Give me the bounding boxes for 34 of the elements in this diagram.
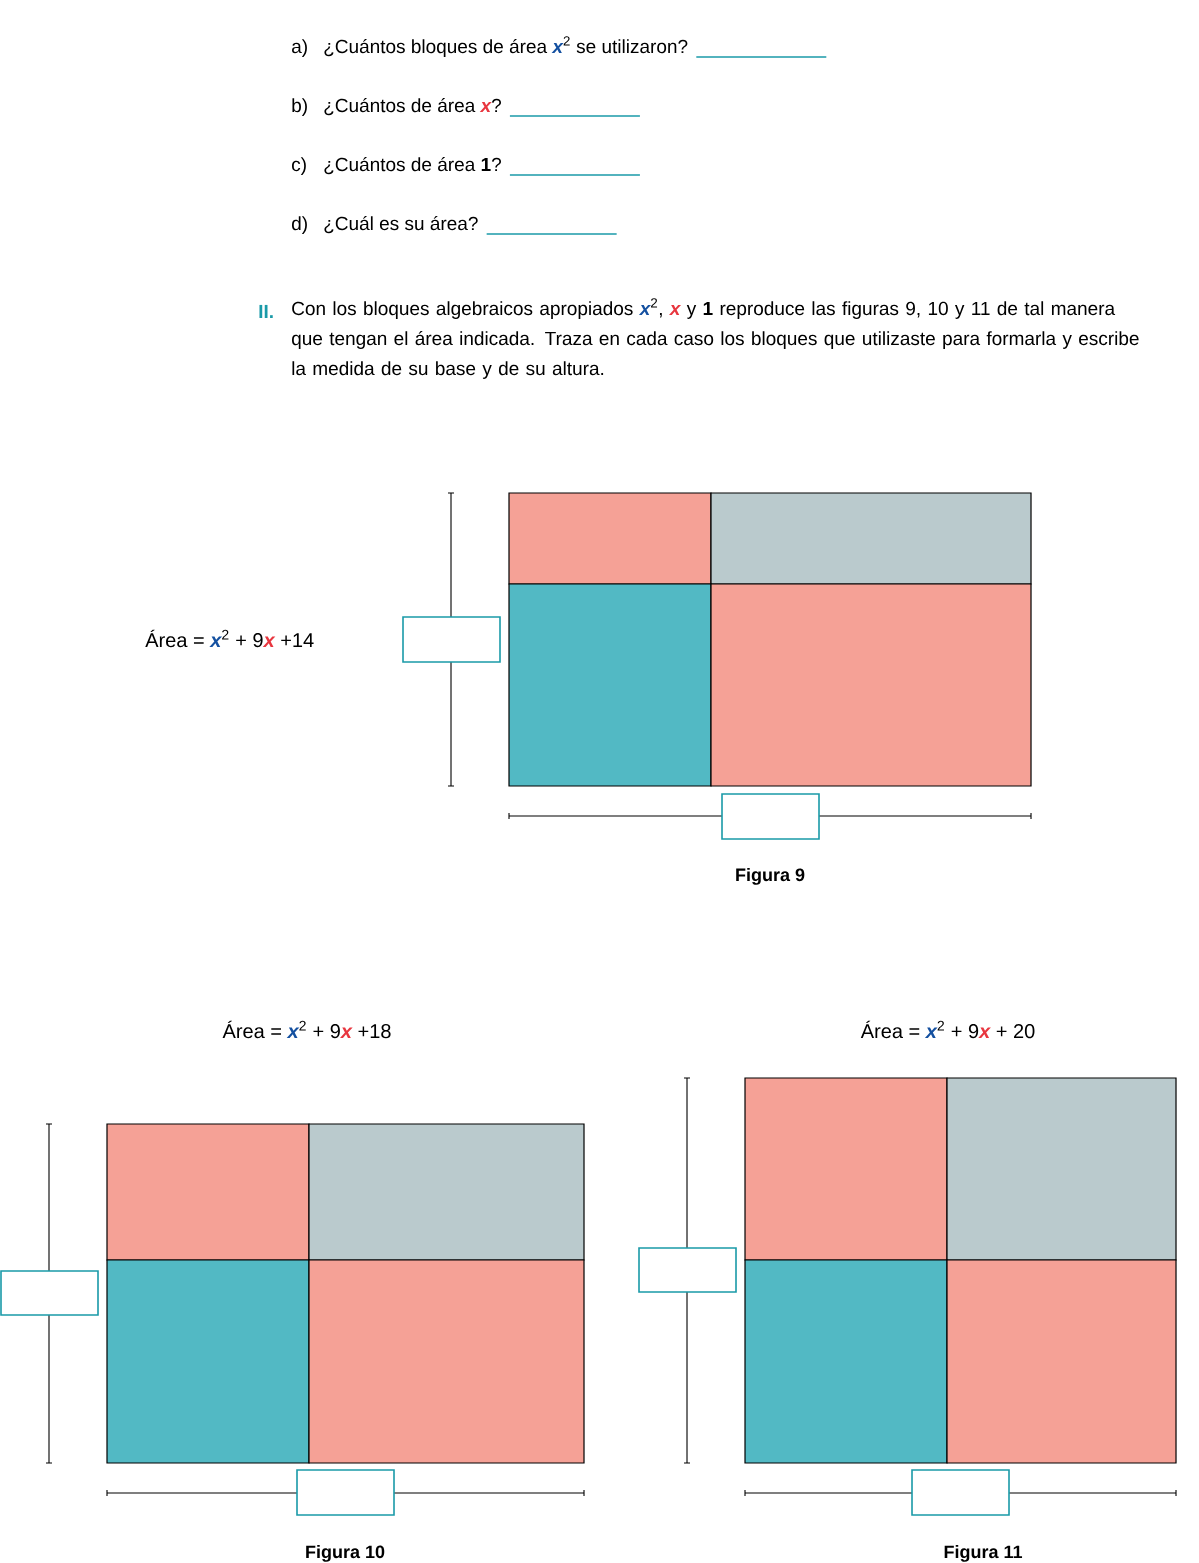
- algebra-tile: [946, 1259, 1177, 1464]
- algebra-tile: [308, 1259, 585, 1464]
- figure-caption: Figura 10: [306, 1544, 385, 1562]
- algebra-tile: [308, 1123, 585, 1261]
- question-text: ¿Cuántos bloques de área x$^{2}$ se utilizaron?: [324, 36, 688, 57]
- algebra-tile: [744, 1077, 948, 1261]
- answer-box: [0, 1270, 99, 1316]
- item-letter: b): [292, 98, 307, 116]
- answer-box: [296, 1469, 395, 1516]
- figure-caption: Figura 11: [944, 1544, 1023, 1562]
- algebra-tile: [710, 583, 1032, 787]
- instruction-text: Con los bloques algebraicos apropiados x$^{2}$, x y 1 reproduce las figuras 9, 10 y 11 de tal manera que tengan el área indicada. Traza en cada caso los bloques que utilizaste para formarla y escribe la medida de su base y de su altura.: [292, 298, 1139, 379]
- figure-caption: Figura 9: [736, 867, 805, 885]
- area-formula: Área = x$^{2}$ + 9x + 20: [860, 1020, 1035, 1039]
- question-text: ¿Cuál es su área?: [324, 216, 478, 234]
- algebra-tile: [946, 1077, 1177, 1261]
- area-formula: Área = x$^{2}$ + 9x +18: [222, 1020, 391, 1039]
- answer-box: [638, 1247, 737, 1293]
- question-text: ¿Cuántos de área 1?: [324, 157, 501, 175]
- algebra-tile: [710, 492, 1032, 585]
- item-letter: d): [292, 216, 307, 234]
- algebra-tile: [744, 1259, 948, 1464]
- algebra-tile: [508, 492, 712, 585]
- item-letter: c): [292, 157, 306, 175]
- question-text: ¿Cuántos de área x?: [324, 98, 501, 116]
- algebra-tile: [106, 1123, 310, 1261]
- answer-box: [402, 616, 501, 663]
- answer-box: [911, 1469, 1010, 1516]
- algebra-tile: [106, 1259, 310, 1464]
- answer-box: [721, 793, 820, 840]
- item-letter: a): [292, 39, 307, 57]
- area-formula: Área = x$^{2}$ + 9x +14: [145, 629, 314, 648]
- section-number: II.: [259, 304, 273, 318]
- algebra-tile: [508, 583, 712, 787]
